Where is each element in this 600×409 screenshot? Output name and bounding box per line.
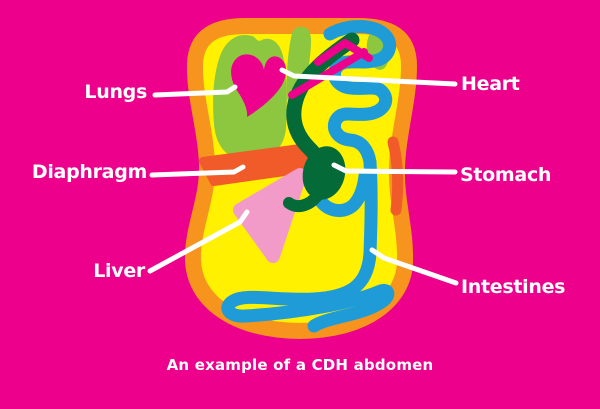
label-lungs: Lungs <box>84 81 147 103</box>
caption: An example of a CDH abdomen <box>166 356 434 374</box>
label-diaphragm: Diaphragm <box>31 161 147 183</box>
stomach-pointer-line <box>331 162 458 175</box>
heart-pointer-line <box>279 67 458 87</box>
label-liver: Liver <box>93 260 145 282</box>
diaphragm-pointer-line <box>149 164 246 178</box>
liver-pointer-line <box>147 209 250 274</box>
liver-shape <box>233 168 307 263</box>
lungs-pointer-line <box>152 84 238 98</box>
label-heart: Heart <box>461 73 520 95</box>
lung-middle-lobe <box>286 26 312 107</box>
pointer-lines <box>147 67 459 286</box>
diaphragm-right-shape <box>387 136 404 216</box>
intestines-stomach-outlet <box>311 169 372 217</box>
stomach-shape <box>302 146 346 200</box>
heart-vessels-shape <box>288 39 373 99</box>
stomach-tail-shape <box>283 190 323 213</box>
heart-vessel-shaft <box>288 48 368 99</box>
label-intestines: Intestines <box>461 276 566 298</box>
label-stomach: Stomach <box>460 164 552 186</box>
intestines-pointer-line <box>369 247 459 286</box>
heart-shape <box>231 54 287 117</box>
